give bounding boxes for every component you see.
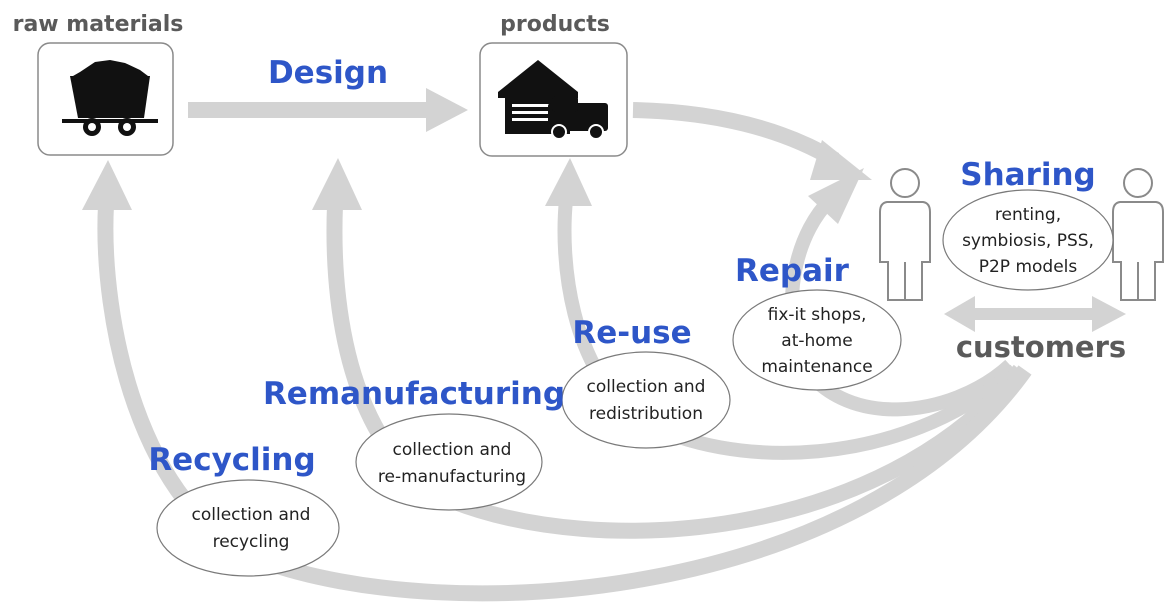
remanufacturing-group: Remanufacturing collection and re-manufa… xyxy=(263,376,565,511)
reuse-desc-line-2: redistribution xyxy=(589,404,703,424)
remanufacturing-arrow xyxy=(312,158,1027,539)
coal-cart-icon xyxy=(62,60,158,136)
customers-label: customers xyxy=(956,330,1126,364)
repair-desc-line-2: at-home xyxy=(781,331,852,351)
person-left-icon xyxy=(879,168,931,301)
remanufacturing-desc-line-1: collection and xyxy=(393,440,512,460)
remanufacturing-desc-line-2: re-manufacturing xyxy=(378,467,526,487)
recycling-group: Recycling collection and recycling xyxy=(148,442,340,577)
repair-group: Repair fix-it shops, at-home maintenance xyxy=(732,253,902,391)
reuse-label: Re-use xyxy=(572,315,691,351)
design-arrow xyxy=(188,88,468,132)
person-right-icon xyxy=(1112,168,1164,301)
repair-desc-line-1: fix-it shops, xyxy=(768,305,867,325)
sharing-label: Sharing xyxy=(960,157,1096,193)
sharing-bubble xyxy=(942,189,1114,291)
reuse-bubble xyxy=(561,351,731,449)
recycling-desc-line-2: recycling xyxy=(213,532,290,552)
sharing-arrow xyxy=(944,296,1126,332)
sharing-desc-line-2: symbiosis, PSS, xyxy=(962,231,1094,251)
products-to-customers-arrow xyxy=(632,102,872,180)
repair-label: Repair xyxy=(735,253,850,289)
products-label: products xyxy=(500,12,610,37)
sharing-desc-line-1: renting, xyxy=(995,205,1061,225)
sharing-desc-line-3: P2P models xyxy=(979,257,1078,277)
recycling-desc-line-1: collection and xyxy=(192,505,311,525)
reuse-group: Re-use collection and redistribution xyxy=(561,315,731,449)
sharing-group: Sharing renting, symbiosis, PSS, P2P mod… xyxy=(942,157,1114,291)
recycling-bubble xyxy=(156,479,340,577)
design-label: Design xyxy=(268,55,388,91)
remanufacturing-bubble xyxy=(355,413,543,511)
recycling-arrow xyxy=(82,160,1032,602)
repair-desc-line-3: maintenance xyxy=(761,357,872,377)
warehouse-truck-icon xyxy=(498,60,608,140)
products-node: products xyxy=(479,12,628,157)
customers-node: customers xyxy=(879,168,1164,364)
recycling-label: Recycling xyxy=(148,442,315,478)
remanufacturing-label: Remanufacturing xyxy=(263,376,565,412)
reuse-desc-line-1: collection and xyxy=(587,377,706,397)
raw-materials-label: raw materials xyxy=(13,12,184,37)
flow-arrows xyxy=(82,88,1126,602)
repair-bubble xyxy=(732,289,902,391)
raw-materials-node: raw materials xyxy=(13,12,184,156)
